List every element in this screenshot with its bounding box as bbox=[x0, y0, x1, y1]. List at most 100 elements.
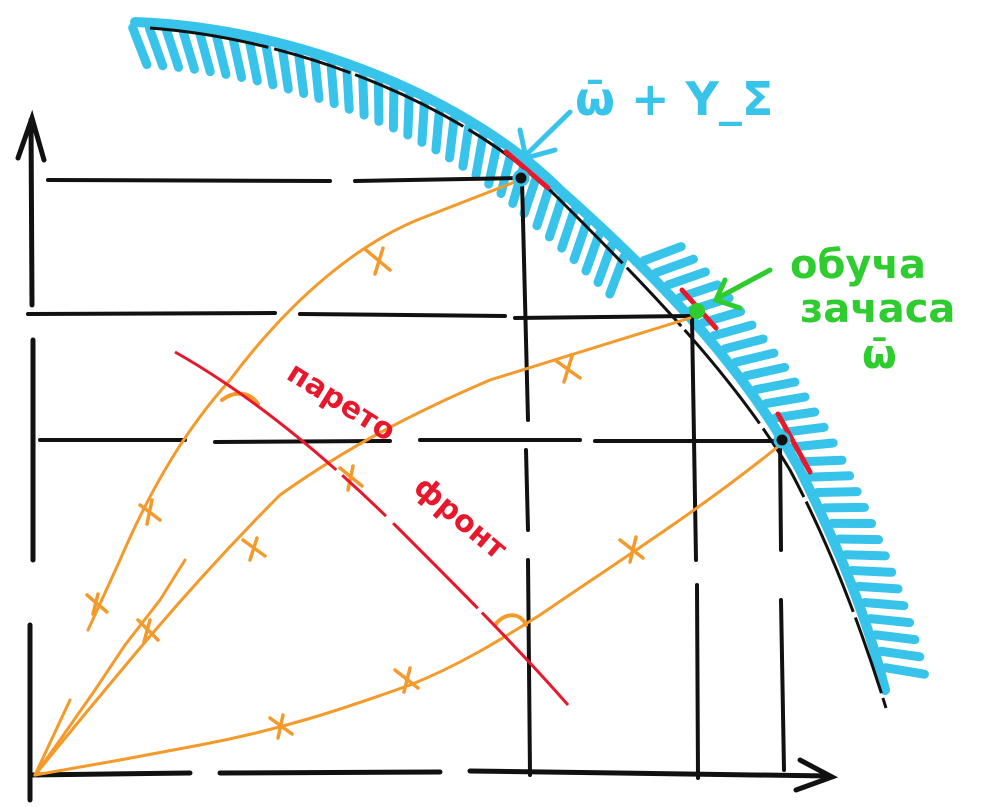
hatch-stroke bbox=[458, 122, 474, 171]
hatch-stroke bbox=[519, 171, 542, 219]
tick-7 bbox=[364, 246, 392, 276]
x-axis-arrowhead bbox=[793, 757, 839, 793]
hatch-stroke bbox=[847, 566, 897, 577]
hatch-stroke bbox=[854, 581, 903, 594]
hatch-stroke bbox=[731, 348, 779, 367]
hatch-stroke bbox=[245, 37, 262, 86]
tangent-1 bbox=[503, 149, 551, 191]
label-green-3: ω̄ bbox=[862, 332, 897, 378]
grid-v-2 bbox=[690, 316, 700, 780]
hatch-stroke bbox=[581, 229, 604, 276]
hatch-stroke bbox=[751, 377, 800, 395]
hatch-stroke bbox=[403, 91, 414, 140]
grid-h-2 bbox=[26, 311, 692, 320]
frontier-curve-blue bbox=[130, 17, 890, 695]
tick-2 bbox=[136, 618, 160, 644]
ray-tick-marks bbox=[85, 246, 645, 740]
hatch-stroke bbox=[651, 254, 698, 278]
x-axis bbox=[27, 768, 833, 779]
hatch-stroke bbox=[789, 438, 838, 452]
hatch-stroke bbox=[228, 34, 247, 82]
hatch-stroke bbox=[881, 663, 929, 679]
tick-1 bbox=[85, 592, 109, 616]
hatch-stroke bbox=[294, 49, 309, 98]
grid-h-3 bbox=[38, 438, 782, 444]
hatch-stroke bbox=[841, 550, 890, 561]
y-axis bbox=[27, 117, 36, 803]
ray-extra bbox=[33, 558, 187, 777]
green-pointer-arrow bbox=[712, 267, 773, 311]
grid-h-1 bbox=[46, 176, 522, 183]
blue-pointer-arrow bbox=[517, 109, 573, 162]
hatch-stroke bbox=[342, 65, 354, 114]
y-axis-arrowhead bbox=[15, 109, 47, 163]
frontier-curve-black bbox=[149, 26, 888, 709]
hatch-stroke bbox=[532, 183, 554, 231]
hatch-stroke bbox=[358, 71, 369, 120]
hatch-stroke bbox=[820, 502, 869, 513]
hatch-stroke bbox=[663, 267, 710, 290]
label-green-2: зачаса bbox=[800, 286, 955, 332]
hatch-stroke bbox=[261, 41, 278, 90]
hatch-stroke bbox=[865, 614, 915, 628]
hatch-stroke bbox=[431, 106, 444, 155]
hatch-stroke bbox=[834, 534, 883, 545]
grid-v-3 bbox=[778, 439, 786, 772]
hatch-stroke bbox=[161, 25, 183, 72]
label-omega-upsilon: ω̄ + Υ_Σ bbox=[575, 72, 773, 126]
ray-1 bbox=[33, 178, 522, 777]
tick-8 bbox=[553, 354, 582, 384]
hatch-stroke bbox=[471, 131, 488, 180]
hatch-stroke bbox=[569, 217, 592, 264]
point-green bbox=[689, 303, 705, 319]
hatch-stroke bbox=[798, 455, 847, 467]
hatch-stroke bbox=[557, 206, 579, 253]
tick-9 bbox=[618, 535, 645, 564]
hatch-stroke bbox=[212, 31, 231, 79]
hatch-stroke bbox=[871, 630, 920, 645]
hatch-stroke bbox=[388, 84, 399, 133]
hatch-stroke bbox=[720, 334, 768, 354]
hatch-stroke bbox=[326, 59, 339, 109]
hatch-stroke bbox=[178, 27, 199, 74]
hatch-stroke bbox=[195, 29, 215, 77]
tick-3 bbox=[138, 498, 162, 526]
arc-2 bbox=[493, 613, 528, 627]
grid-v-1 bbox=[520, 178, 532, 777]
tick-6 bbox=[393, 666, 420, 694]
tangent-marks bbox=[503, 149, 813, 475]
hatch-stroke bbox=[417, 98, 429, 147]
hatch-stroke bbox=[860, 598, 909, 611]
axes bbox=[15, 109, 839, 803]
hatch-stroke bbox=[780, 422, 829, 437]
hatch-stroke bbox=[761, 392, 810, 409]
hatch-stroke bbox=[128, 23, 152, 70]
pareto-front-curve bbox=[174, 350, 570, 706]
hatch-stroke bbox=[373, 77, 384, 126]
tangent-3 bbox=[775, 411, 813, 475]
hatch-stroke bbox=[805, 471, 855, 482]
ray-2 bbox=[33, 316, 692, 777]
hatch-stroke bbox=[278, 45, 293, 94]
hatch-stroke bbox=[639, 242, 686, 265]
hatch-stroke bbox=[310, 54, 324, 103]
tick-10 bbox=[338, 464, 364, 492]
hatch-stroke bbox=[813, 487, 862, 497]
orange-rays bbox=[33, 178, 782, 777]
tick-5 bbox=[268, 713, 294, 740]
grid-vertical bbox=[520, 178, 786, 780]
point-omega-upsilon bbox=[512, 169, 530, 187]
point-third bbox=[773, 431, 791, 449]
hatch-stroke bbox=[709, 320, 757, 341]
hatch-stroke bbox=[445, 114, 459, 163]
hatch-stroke bbox=[741, 362, 790, 381]
hatch-stroke bbox=[544, 194, 567, 242]
tick-4 bbox=[241, 536, 267, 562]
label-pareto: парето bbox=[281, 355, 402, 449]
ray-3 bbox=[33, 443, 782, 777]
hatch-stroke bbox=[145, 24, 168, 71]
label-green-1: обуча bbox=[790, 242, 926, 288]
hatch-stroke bbox=[876, 646, 925, 662]
